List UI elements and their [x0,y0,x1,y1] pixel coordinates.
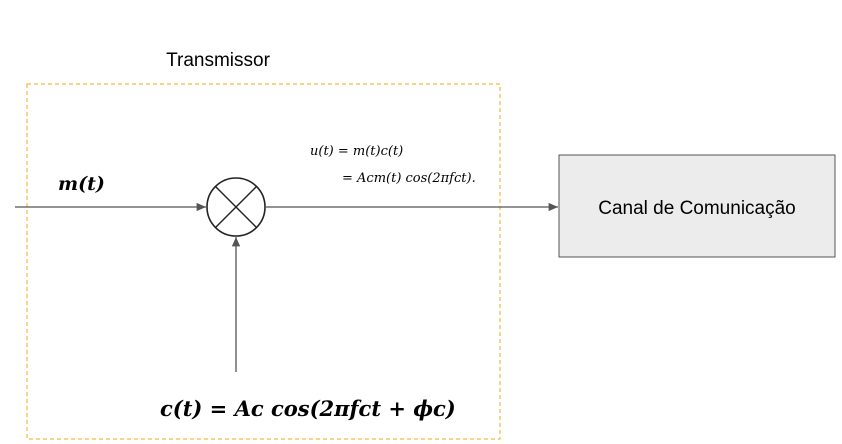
channel-label: Canal de Comunicação [598,198,796,219]
channel-box [558,154,836,258]
output-equation-line2: = Aᴄm(t) cos(2πfᴄt). [342,171,476,186]
carrier-equation: c(t) = Aᴄ cos(2πfᴄt + ϕᴄ) [160,396,456,421]
transmitter-boundary [26,83,501,440]
output-equation-line1: u(t) = m(t)c(t) [310,144,403,159]
transmitter-title: Transmissor [166,50,270,71]
multiplier-icon [206,177,266,237]
message-signal-label: m(t) [58,173,105,195]
